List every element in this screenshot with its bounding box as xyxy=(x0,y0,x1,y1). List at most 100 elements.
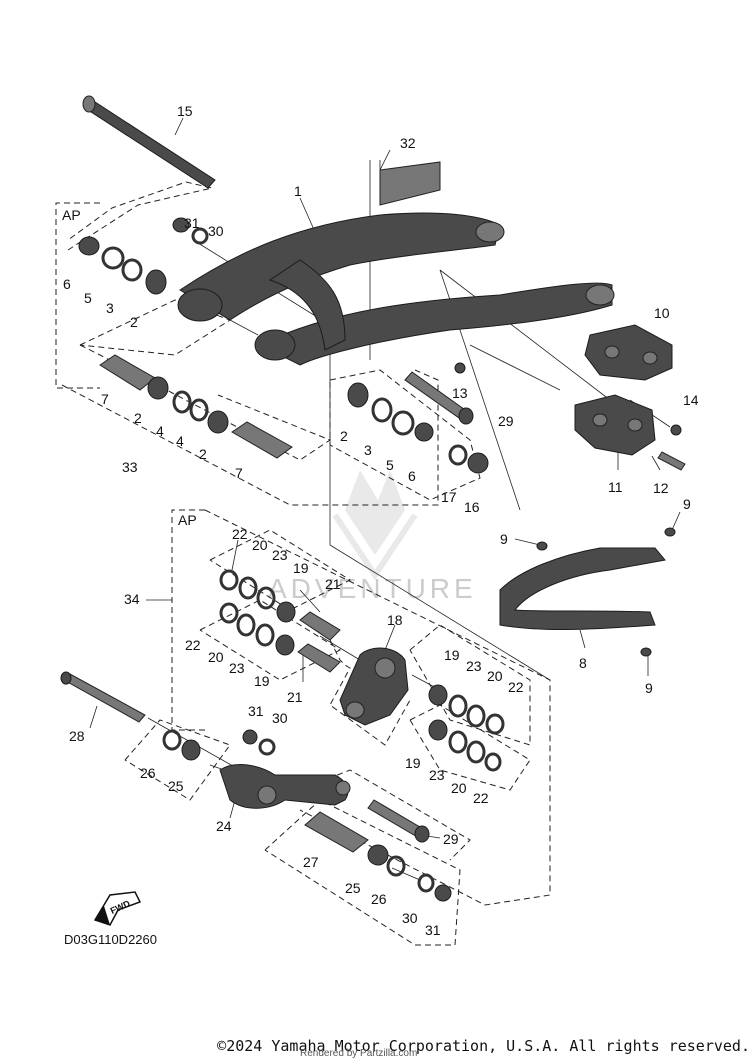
chain-guide-lower xyxy=(574,394,656,456)
callout-23: 23 xyxy=(229,660,245,676)
seal-22-d xyxy=(484,752,502,772)
relay-arm xyxy=(339,647,409,726)
callout-19: 19 xyxy=(444,647,460,663)
callout-31: 31 xyxy=(248,703,264,719)
callout-22: 22 xyxy=(508,679,524,695)
callout-26: 26 xyxy=(371,891,387,907)
callout-6: 6 xyxy=(408,468,416,484)
ap-label-upper: AP xyxy=(62,207,81,223)
group-33-outline xyxy=(61,369,439,506)
washer-17 xyxy=(448,444,468,466)
callout-10: 10 xyxy=(654,305,670,321)
bearing-ring-3-b xyxy=(371,397,393,423)
group-relay-right-upper xyxy=(409,624,531,746)
seal-22-c xyxy=(485,713,505,735)
swingarm xyxy=(177,212,615,366)
callout-19: 19 xyxy=(293,560,309,576)
bearing-ring-upper-left xyxy=(121,258,143,282)
callout-2: 2 xyxy=(134,410,142,426)
callout-30: 30 xyxy=(208,223,224,239)
callout-21: 21 xyxy=(287,689,303,705)
callout-7: 7 xyxy=(101,391,109,407)
callout-5: 5 xyxy=(84,290,92,306)
connecting-rod xyxy=(219,764,351,809)
group-ap-upper xyxy=(55,202,100,389)
callout-20: 20 xyxy=(252,537,268,553)
ring-23-d xyxy=(448,730,468,754)
collar-27 xyxy=(304,811,369,853)
bearing-2-b xyxy=(147,376,169,400)
callout-22: 22 xyxy=(473,790,489,806)
ring-23-a xyxy=(256,586,276,610)
callout-14: 14 xyxy=(683,392,699,408)
callout-19: 19 xyxy=(254,673,270,689)
washer-5-b xyxy=(391,410,415,436)
seal-22-a xyxy=(219,569,239,591)
callout-31: 31 xyxy=(425,922,441,938)
callout-9: 9 xyxy=(500,531,508,547)
callout-22: 22 xyxy=(232,526,248,542)
callout-4: 4 xyxy=(156,423,164,439)
callout-19: 19 xyxy=(405,755,421,771)
callout-23: 23 xyxy=(272,547,288,563)
callout-11: 11 xyxy=(608,479,623,495)
callout-29: 29 xyxy=(498,413,514,429)
callout-28: 28 xyxy=(69,728,85,744)
callout-25: 25 xyxy=(168,778,184,794)
diagram-code: D03G110D2260 xyxy=(64,932,157,947)
oil-seal-6-b xyxy=(414,422,434,442)
collar-7-right xyxy=(231,421,293,459)
callout-33: 33 xyxy=(122,459,138,475)
label-sticker xyxy=(379,161,441,206)
chain-guide-upper xyxy=(584,324,673,381)
group-upper-bearings xyxy=(67,181,213,251)
bushing-25-b xyxy=(367,844,389,866)
washer-26-b xyxy=(386,855,406,877)
callout-8: 8 xyxy=(579,655,587,671)
spacer-4-a xyxy=(172,390,192,414)
washer-20-b xyxy=(236,613,256,637)
callout-22: 22 xyxy=(185,637,201,653)
screw-9-a xyxy=(536,541,548,551)
washer-30-upper xyxy=(191,227,209,245)
copyright-notice: ©2024 Yamaha Motor Corporation, U.S.A. A… xyxy=(217,1037,750,1055)
callout-4: 4 xyxy=(176,433,184,449)
group-link-bolt xyxy=(299,769,471,861)
oil-seal-upper-left xyxy=(78,236,100,256)
bearing-upper-left xyxy=(145,269,167,295)
callout-20: 20 xyxy=(487,668,503,684)
callout-24: 24 xyxy=(216,818,232,834)
nut-31-c xyxy=(434,884,452,902)
group-34-outline xyxy=(204,509,551,906)
callout-9: 9 xyxy=(645,680,653,696)
group-lower-link-parts xyxy=(264,799,461,946)
callout-29: 29 xyxy=(443,831,459,847)
collar-21-b xyxy=(297,643,341,673)
collar-7-left xyxy=(99,354,156,391)
callout-25: 25 xyxy=(345,880,361,896)
callout-32: 32 xyxy=(400,135,416,151)
callout-5: 5 xyxy=(386,457,394,473)
seal-22-b xyxy=(219,602,239,624)
nut-31-b xyxy=(242,729,258,745)
bearing-2-d xyxy=(347,382,369,408)
callout-20: 20 xyxy=(208,649,224,665)
group-relay-left-upper xyxy=(209,529,352,611)
pivot-shaft xyxy=(82,95,216,189)
callout-6: 6 xyxy=(63,276,71,292)
ring-23-c xyxy=(448,694,468,718)
washer-20-a xyxy=(238,576,258,600)
callout-12: 12 xyxy=(653,480,669,496)
washer-20-d xyxy=(466,740,486,764)
nut-16 xyxy=(467,452,489,474)
forward-arrow-icon xyxy=(93,891,142,926)
bolt-14 xyxy=(670,424,682,436)
callout-3: 3 xyxy=(106,300,114,316)
bolt-12 xyxy=(657,451,686,471)
washer-30-b xyxy=(258,738,276,756)
callout-26: 26 xyxy=(140,765,156,781)
callout-21: 21 xyxy=(325,576,341,592)
screw-9-b xyxy=(664,527,676,537)
bearing-19-c xyxy=(428,684,448,706)
